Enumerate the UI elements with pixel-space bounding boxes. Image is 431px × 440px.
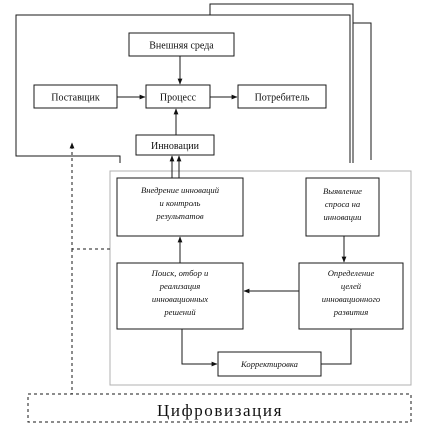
- outer-frame: [15, 14, 351, 163]
- innovations-box: [135, 134, 215, 156]
- search-label-1: Поиск, отбор и: [151, 268, 209, 278]
- implementation-label-3: результатов: [155, 211, 204, 221]
- implementation-label-1: Внедрение инноваций: [141, 185, 220, 195]
- digitalization-label: Цифровизация: [157, 401, 283, 420]
- line-goals-correction: [321, 329, 352, 365]
- goals-label-3: инновационного: [322, 294, 381, 304]
- process-label: Процесс: [160, 93, 197, 104]
- digitalization-feedback-dashed: [69, 142, 110, 250]
- demand-box: [305, 177, 380, 237]
- search-label-4: решений: [163, 307, 196, 317]
- demand-label-1: Выявление: [323, 186, 362, 196]
- arrow-search-correction: [181, 329, 218, 367]
- outer-frame-right: [209, 3, 372, 163]
- goals-label-2: целей: [341, 281, 362, 291]
- innovations-label: Инновации: [151, 141, 200, 152]
- external-environment-box: [128, 32, 235, 57]
- inner-frame: [109, 170, 412, 386]
- search-label-3: инновационных: [152, 294, 208, 304]
- goals-label-1: Определение: [328, 268, 375, 278]
- correction-label: Корректировка: [240, 359, 298, 369]
- implementation-label-2: и контроль: [160, 198, 201, 208]
- demand-label-2: спроса на: [325, 199, 360, 209]
- consumer-box: [237, 84, 327, 109]
- digitalization-outline: [27, 249, 412, 423]
- external-environment-label: Внешняя среда: [149, 41, 214, 52]
- implementation-box: [116, 177, 244, 237]
- demand-label-3: инновации: [324, 212, 362, 222]
- search-label-2: реализация: [159, 281, 201, 291]
- consumer-label: Потребитель: [255, 93, 310, 104]
- goals-label-4: развития: [333, 307, 368, 317]
- supplier-label: Поставщик: [51, 93, 100, 104]
